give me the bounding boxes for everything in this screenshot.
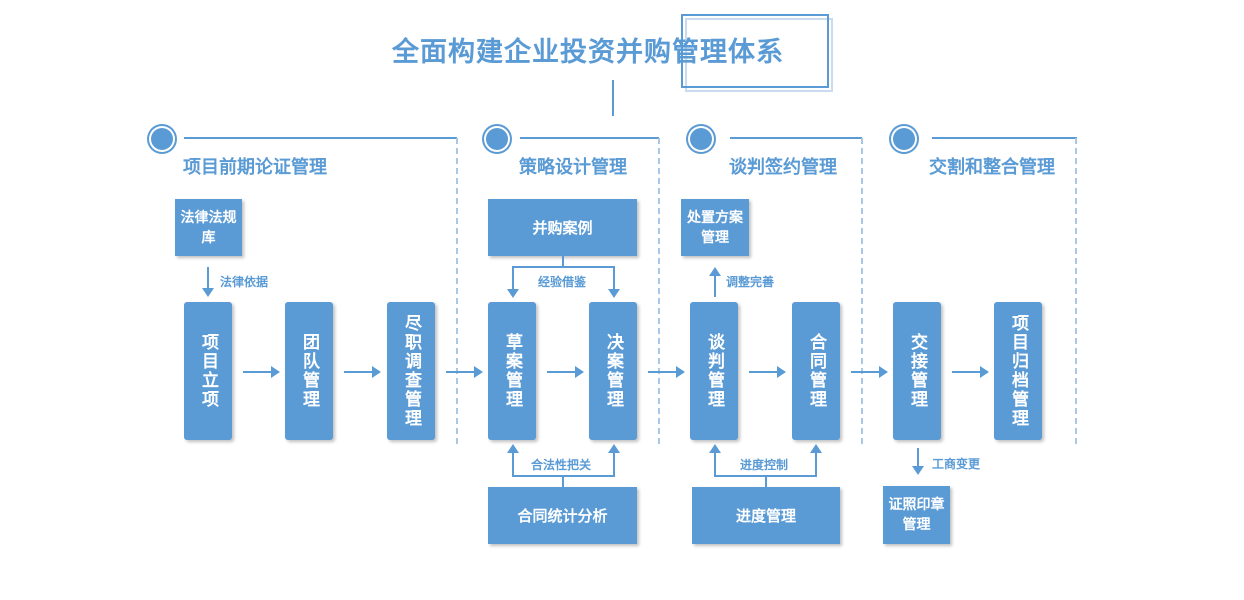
arrow-right-icon [344, 366, 381, 378]
ma-cases-box[interactable]: 并购案例 [488, 199, 637, 256]
section-2-title: 策略设计管理 [519, 157, 627, 178]
arrow-right-icon [243, 366, 280, 378]
section-3-dot-icon [690, 128, 712, 150]
section-3-title: 谈判签约管理 [729, 157, 837, 178]
legality-label: 合法性把关 [531, 458, 592, 472]
section-1-title: 项目前期论证管理 [183, 157, 327, 178]
process-project-initiation[interactable]: 项目立项 [184, 302, 232, 440]
section-4-title: 交割和整合管理 [929, 157, 1055, 178]
connector-line [207, 267, 209, 289]
legal-library-box[interactable]: 法律法规库 [175, 199, 242, 256]
connector-line [714, 452, 716, 476]
arrow-right-icon [648, 366, 685, 378]
section-4-divider [1075, 138, 1077, 444]
connector-line [512, 266, 514, 290]
license-seal-box[interactable]: 证照印章管理 [883, 486, 950, 544]
connector-line [815, 452, 817, 476]
section-1-divider [456, 138, 458, 444]
contract-stats-box[interactable]: 合同统计分析 [488, 487, 637, 544]
section-4-dot-icon [893, 128, 915, 150]
section-2-header-line [520, 137, 659, 139]
legal-basis-label: 法律依据 [220, 275, 269, 289]
connector-line [714, 275, 716, 297]
process-archive-management[interactable]: 项目归档管理 [994, 302, 1042, 440]
arrow-right-icon [952, 366, 989, 378]
arrow-up-icon [709, 444, 721, 453]
section-3-header-line [730, 137, 862, 139]
section-3-divider [861, 138, 863, 444]
process-decision-management[interactable]: 决案管理 [589, 302, 637, 440]
connector-line [613, 452, 615, 476]
arrow-down-icon [202, 288, 214, 297]
arrow-down-icon [912, 466, 924, 475]
arrow-down-icon [507, 289, 519, 298]
arrow-right-icon [446, 366, 483, 378]
progress-management-box[interactable]: 进度管理 [692, 487, 840, 544]
section-2-divider [658, 138, 660, 444]
adjust-label: 调整完善 [726, 275, 775, 289]
arrow-right-icon [749, 366, 786, 378]
arrow-up-icon [608, 444, 620, 453]
business-change-label: 工商变更 [932, 457, 981, 471]
connector-line [512, 475, 615, 477]
connector-line [613, 266, 615, 290]
connector-line [562, 475, 564, 487]
arrow-up-icon [709, 267, 721, 276]
arrow-up-icon [507, 444, 519, 453]
title-frame [681, 14, 829, 88]
arrow-right-icon [851, 366, 888, 378]
process-draft-management[interactable]: 草案管理 [488, 302, 536, 440]
process-due-diligence[interactable]: 尽职调查管理 [387, 302, 435, 440]
section-2-dot-icon [486, 128, 508, 150]
process-handover-management[interactable]: 交接管理 [893, 302, 941, 440]
connector-line [512, 452, 514, 476]
title-connector [612, 80, 614, 116]
section-1-header-line [184, 137, 457, 139]
process-negotiation-management[interactable]: 谈判管理 [690, 302, 738, 440]
page-title: 全面构建企业投资并购管理体系 [392, 37, 784, 68]
arrow-up-icon [810, 444, 822, 453]
experience-label: 经验借鉴 [538, 275, 587, 289]
title-frame-shadow [685, 18, 833, 92]
connector-line [917, 448, 919, 468]
progress-control-label: 进度控制 [740, 458, 789, 472]
process-contract-management[interactable]: 合同管理 [792, 302, 840, 440]
connector-line [765, 475, 767, 487]
arrow-right-icon [547, 366, 584, 378]
disposal-plan-box[interactable]: 处置方案管理 [681, 199, 749, 256]
connector-line [714, 475, 817, 477]
section-1-dot-icon [151, 128, 173, 150]
section-4-header-line [932, 137, 1077, 139]
process-team-management[interactable]: 团队管理 [285, 302, 333, 440]
connector-line [512, 266, 615, 268]
arrow-down-icon [608, 289, 620, 298]
connector-line [562, 256, 564, 267]
